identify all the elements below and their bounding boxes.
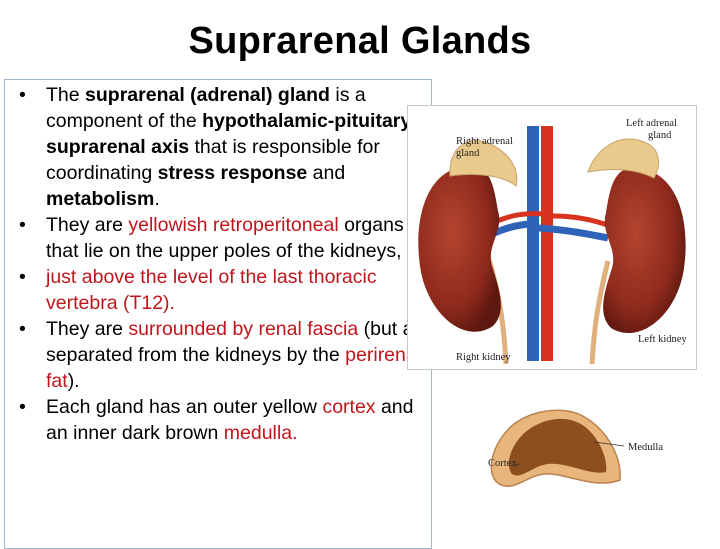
label-left-adrenal-line2: gland <box>648 130 672 141</box>
aorta-shape <box>541 126 553 361</box>
bullet-bold-term: metabolism <box>46 188 155 210</box>
bullet-highlight: yellowish retroperitoneal <box>128 214 339 236</box>
bullet-highlight: medulla. <box>223 422 298 444</box>
right-adrenal-shape <box>449 140 518 187</box>
bullet-item: They are surrounded by renal fascia (but… <box>12 316 432 394</box>
label-right-kidney: Right kidney <box>456 352 511 363</box>
bullet-text: and an inner dark brown <box>46 396 414 444</box>
left-renal-vein <box>538 224 609 242</box>
left-kidney-shape <box>603 167 686 334</box>
medulla-shape <box>508 418 607 476</box>
left-ureter <box>589 260 611 365</box>
label-right-adrenal-line1: Right adrenal <box>456 136 513 147</box>
left-renal-artery <box>552 213 611 229</box>
adrenal-cross-section-illustration: Cortex Medulla <box>444 402 694 504</box>
bullet-text: that is responsible for coordinating <box>46 136 380 184</box>
bullet-text: They are <box>46 318 129 340</box>
bullet-text: is a component of the <box>46 84 366 132</box>
label-left-kidney: Left kidney <box>638 334 687 345</box>
bullet-bold-term: stress response <box>157 162 308 184</box>
bullet-text: The <box>46 84 86 106</box>
bullet-text: . <box>154 188 160 210</box>
bullet-item: The suprarenal (adrenal) gland is a comp… <box>12 82 432 212</box>
bullet-highlight: surrounded by renal fascia <box>128 318 359 340</box>
bullet-text: Each gland has an outer yellow <box>46 396 323 418</box>
bullet-highlight: just above the level of the last thoraci… <box>46 266 377 314</box>
bullet-item: They are yellowish retroperitoneal organ… <box>12 212 432 264</box>
kidney-adrenal-illustration: Right adrenal gland Left adrenal gland R… <box>407 105 697 370</box>
vena-cava-shape <box>527 126 539 361</box>
bullet-list: The suprarenal (adrenal) gland is a comp… <box>12 82 432 446</box>
bullet-text: organs that lie on the upper poles of th… <box>46 214 404 262</box>
bullet-item: Each gland has an outer yellow cortex an… <box>12 394 432 446</box>
medulla-pointer <box>593 441 625 447</box>
slide-title: Suprarenal Glands <box>188 20 532 62</box>
bullet-bold-term: hypothalamic-pituitary-suprarenal axis <box>46 110 418 158</box>
bullet-text: They are <box>46 214 129 236</box>
label-cortex: Cortex <box>488 458 517 469</box>
cortex-pointer <box>513 463 521 467</box>
bullet-item: just above the level of the last thoraci… <box>12 264 432 316</box>
bullet-text: and <box>307 162 346 184</box>
right-kidney-shape <box>418 165 501 332</box>
bullet-highlight: perirenal fat <box>46 344 422 392</box>
label-left-adrenal-line1: Left adrenal <box>626 118 677 129</box>
bullet-highlight: cortex <box>322 396 376 418</box>
bullet-text: ). <box>67 370 80 392</box>
bullet-bold-term: suprarenal (adrenal) gland <box>85 84 330 106</box>
label-right-adrenal-line2: gland <box>456 148 480 159</box>
label-medulla: Medulla <box>628 442 663 453</box>
left-adrenal-shape <box>587 138 660 179</box>
